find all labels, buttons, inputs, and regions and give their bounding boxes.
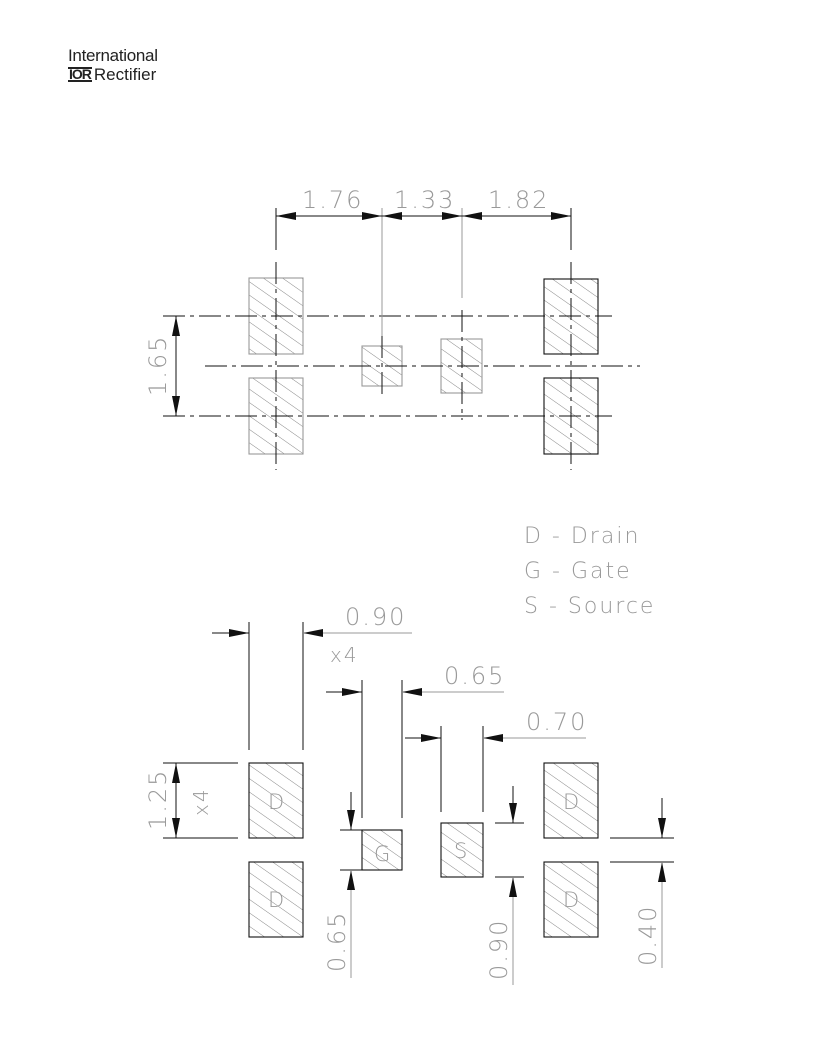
top-dim-arrow-4 <box>442 212 462 220</box>
dim-gap-arrow-top <box>658 818 666 838</box>
bottom-view: D D G S D D 0.90 x4 0.65 0.70 <box>144 603 674 985</box>
dim-gate-height-arrow-bottom <box>347 870 355 890</box>
logo-line-2: IOR Rectifier <box>68 65 158 84</box>
dim-gate-width-arrow-right <box>402 688 422 696</box>
ior-logo-mark: IOR <box>68 66 92 82</box>
top-view: 1.76 1.33 1.82 1.65 <box>144 186 640 470</box>
top-dim-arrow-6 <box>551 212 571 220</box>
pad-label-drain-2: D <box>268 888 284 912</box>
dim-drain-height-count: x4 <box>189 787 213 816</box>
dim-drain-width-arrow-left <box>229 629 249 637</box>
bottom-gate-pad <box>361 829 403 871</box>
dim-gate-width: 0.65 <box>444 662 505 690</box>
top-dim-pitch-2: 1.33 <box>394 186 455 214</box>
bottom-source-pad <box>440 822 484 878</box>
company-logo: International IOR Rectifier <box>68 46 158 84</box>
pad-label-drain-1: D <box>268 790 284 814</box>
top-dim-vertical-arrow-top <box>172 316 180 336</box>
dim-source-height-arrow-top <box>509 803 517 823</box>
bottom-drain-pad-left-lower <box>248 861 304 938</box>
pad-label-drain-3: D <box>563 790 579 814</box>
bottom-drain-pad-left-upper <box>248 762 304 839</box>
dim-drain-width-count: x4 <box>330 643 359 667</box>
top-dim-pitch-1: 1.76 <box>302 186 363 214</box>
logo-text-rectifier: Rectifier <box>93 65 157 84</box>
pad-label-gate: G <box>374 842 390 866</box>
top-dim-row-pitch: 1.65 <box>144 335 172 396</box>
dim-drain-width-arrow-right <box>303 629 323 637</box>
bottom-drain-pad-right-lower <box>543 861 599 938</box>
legend-gate: G - Gate <box>524 559 632 584</box>
dim-drain-height-arrow-top <box>172 763 180 783</box>
dim-drain-width: 0.90 <box>345 603 406 631</box>
pad-label-source: S <box>454 839 467 863</box>
top-dim-arrow-2 <box>362 212 382 220</box>
bottom-drain-pad-right-upper <box>543 762 599 839</box>
dim-source-width-arrow-right <box>483 734 503 742</box>
top-dim-arrow-1 <box>276 212 296 220</box>
top-dim-vertical-arrow-bottom <box>172 396 180 416</box>
top-dim-pitch-3: 1.82 <box>488 186 549 214</box>
dim-source-width-arrow-left <box>421 734 441 742</box>
legend-drain: D - Drain <box>524 524 640 549</box>
dim-drain-height-arrow-bottom <box>172 818 180 838</box>
dim-source-height-arrow-bottom <box>509 877 517 897</box>
dim-drain-height: 1.25 <box>144 769 172 830</box>
dim-gate-height: 0.65 <box>323 911 351 972</box>
top-dim-arrow-3 <box>382 212 402 220</box>
legend-source: S - Source <box>524 594 655 619</box>
dim-gate-height-arrow-top <box>347 810 355 830</box>
dim-source-width: 0.70 <box>526 708 587 736</box>
top-dim-arrow-5 <box>462 212 482 220</box>
dim-gate-width-arrow-left <box>342 688 362 696</box>
logo-text-international: International <box>68 46 158 65</box>
dim-gap: 0.40 <box>634 905 662 966</box>
legend: D - Drain G - Gate S - Source <box>524 524 655 619</box>
dim-source-height: 0.90 <box>485 919 513 980</box>
dim-gap-arrow-bottom <box>658 862 666 882</box>
pad-label-drain-4: D <box>563 888 579 912</box>
